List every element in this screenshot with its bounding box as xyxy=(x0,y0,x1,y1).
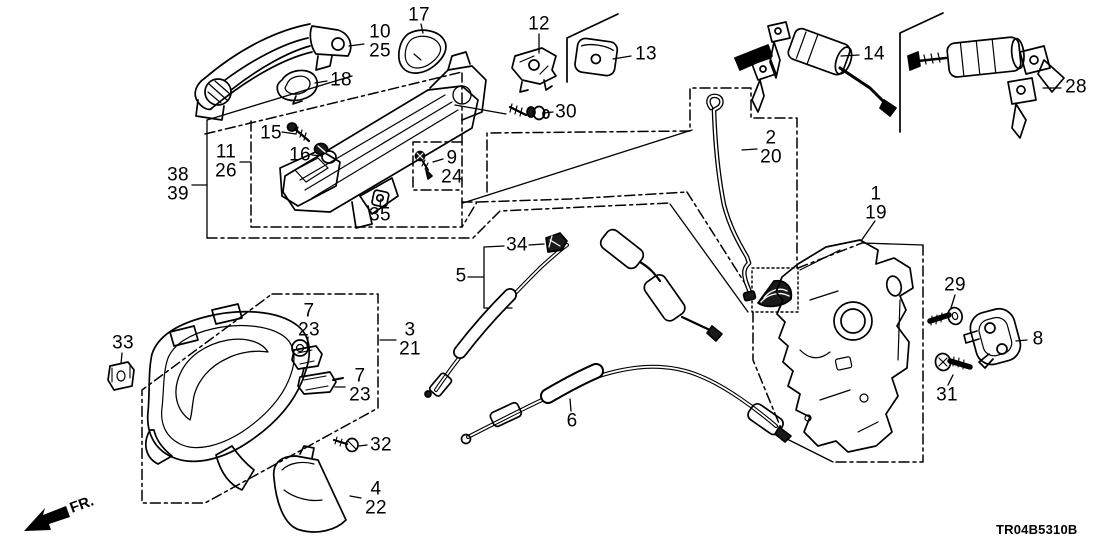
handle-cap-art xyxy=(276,69,319,105)
clip-33-art xyxy=(107,361,135,391)
cable-upper-art xyxy=(424,228,723,398)
screw-30-art xyxy=(508,103,550,121)
screw-32-art xyxy=(332,436,359,453)
leader-lines xyxy=(120,23,1062,499)
bolt-31-art xyxy=(934,352,973,372)
handle-cover-art xyxy=(272,445,347,533)
inner-handle-art xyxy=(145,303,311,491)
key-cylinder-left-art xyxy=(734,21,897,117)
screw-9-art xyxy=(414,150,433,180)
cylinder-cover-art xyxy=(574,37,619,77)
clip-34-art xyxy=(545,232,568,253)
key-cylinder-right-art xyxy=(907,36,1065,139)
clip-7-23-a-art xyxy=(291,345,323,377)
screw-15-art xyxy=(286,122,311,143)
handle-base-art xyxy=(279,51,487,229)
bracket-lines xyxy=(206,12,944,463)
fr-direction-arrow: FR. xyxy=(24,493,96,531)
outer-door-handle-art xyxy=(194,23,352,121)
bracket-art xyxy=(511,47,557,93)
lock-rod-art xyxy=(706,93,757,302)
nut-35-art xyxy=(371,189,390,208)
cable-lower-art xyxy=(460,363,792,445)
handle-gasket-art xyxy=(398,29,447,74)
door-latch-art xyxy=(775,239,914,453)
grommet-art xyxy=(757,279,793,308)
clip-7-23-b-art xyxy=(297,371,344,395)
nut-16-art xyxy=(313,142,337,164)
striker-art xyxy=(963,307,1022,369)
diagram-code: TR04B5310B xyxy=(996,522,1078,537)
fr-label: FR. xyxy=(68,493,97,517)
bolt-29-art xyxy=(927,306,963,326)
dashed-assembly-boxes xyxy=(141,71,924,504)
